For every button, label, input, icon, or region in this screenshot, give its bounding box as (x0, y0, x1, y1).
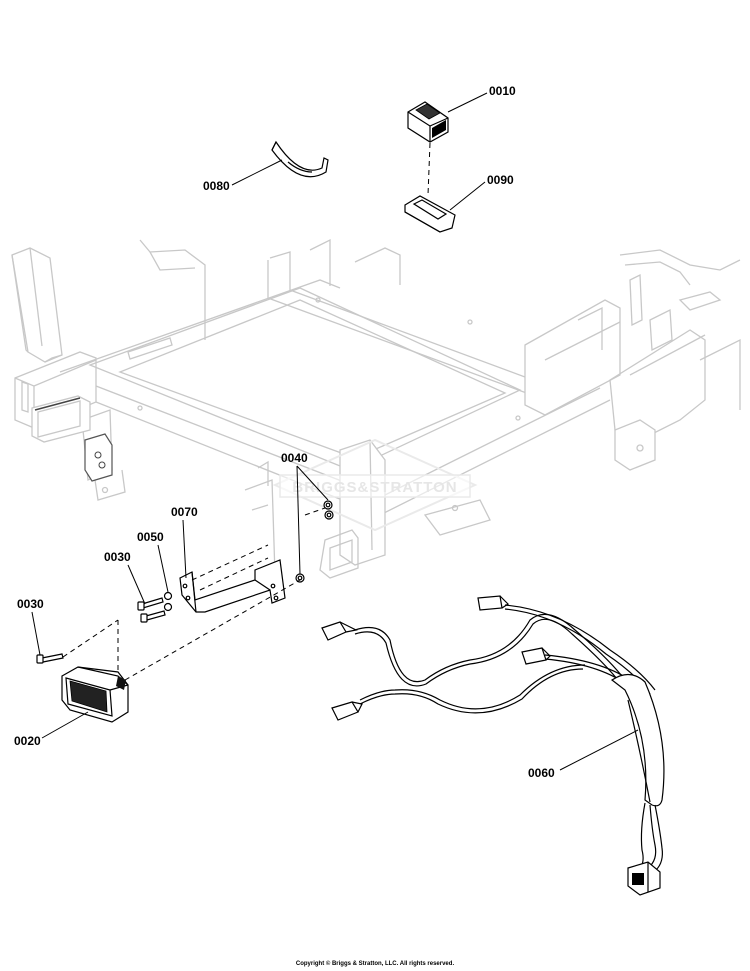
part-bracket-0070[interactable] (179, 544, 286, 613)
callout-0040[interactable]: 0040 (281, 451, 308, 465)
part-screws-0030[interactable] (137, 597, 166, 623)
mower-frame (11, 238, 741, 579)
callout-0060[interactable]: 0060 (528, 766, 555, 780)
watermark-logo: BRIGGS&STRATTON (272, 438, 478, 532)
callout-0050[interactable]: 0050 (137, 530, 164, 544)
part-harness-0060[interactable] (321, 595, 665, 896)
part-clip-0080[interactable] (271, 140, 329, 178)
callout-0090[interactable]: 0090 (487, 173, 514, 187)
part-headlight-0020[interactable] (61, 579, 301, 723)
callout-0030-upper[interactable]: 0030 (104, 550, 131, 564)
part-bezel-0090[interactable] (404, 195, 456, 233)
existing-headlight (31, 395, 113, 482)
part-washers-0050[interactable] (163, 591, 173, 612)
callout-0070[interactable]: 0070 (171, 505, 198, 519)
callout-0010[interactable]: 0010 (489, 84, 516, 98)
part-switch-0010[interactable] (407, 101, 449, 196)
watermark-text: BRIGGS&STRATTON (292, 479, 457, 496)
callout-labels: 0010 0090 0080 0040 0070 0050 0030 0030 … (14, 84, 555, 780)
callout-0080[interactable]: 0080 (203, 179, 230, 193)
leader-lines (31, 92, 639, 771)
callout-0020[interactable]: 0020 (14, 734, 41, 748)
callout-0030-lower[interactable]: 0030 (17, 597, 44, 611)
copyright-notice: Copyright © Briggs & Stratton, LLC. All … (295, 961, 455, 967)
part-nuts-0040[interactable] (295, 500, 334, 583)
